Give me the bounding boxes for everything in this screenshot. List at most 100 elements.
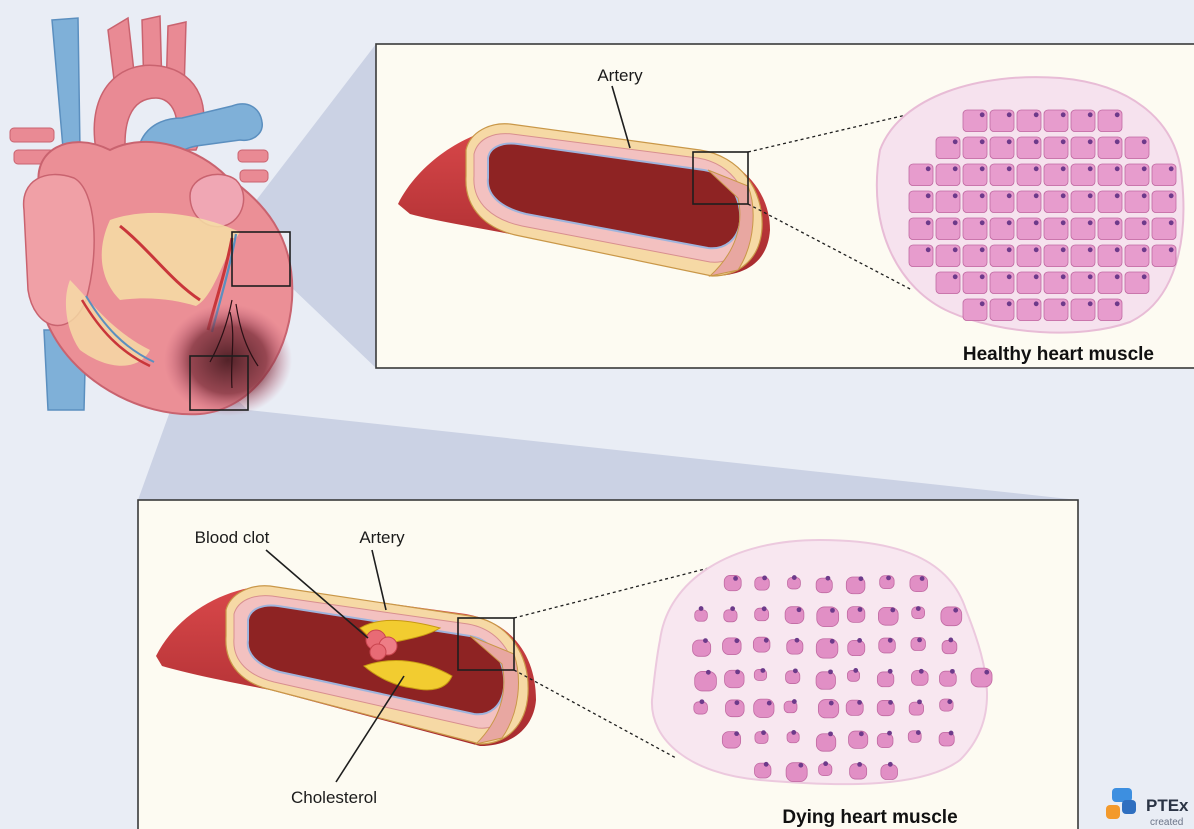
dying-muscle-nucleus (797, 607, 802, 612)
dying-muscle-nucleus (890, 608, 895, 613)
healthy-muscle-nucleus (1142, 247, 1147, 252)
dying-muscle-nucleus (953, 608, 958, 613)
dying-muscle-cell (724, 610, 737, 622)
blood-clot-label: Blood clot (195, 528, 270, 547)
dying-muscle-cell (693, 640, 711, 656)
dying-muscle-nucleus (829, 701, 834, 706)
dying-muscle-nucleus (917, 699, 922, 704)
healthy-muscle-nucleus (1034, 139, 1039, 144)
dying-muscle-nucleus (830, 639, 835, 644)
dying-muscle-nucleus (948, 638, 953, 643)
healthy-muscle-nucleus (1115, 166, 1120, 171)
healthy-muscle-nucleus (1034, 220, 1039, 225)
cholesterol-label: Cholesterol (291, 788, 377, 807)
dying-muscle-nucleus (767, 701, 772, 706)
dying-muscle-tissue (652, 540, 992, 784)
healthy-muscle-nucleus (1169, 247, 1174, 252)
dying-muscle-cell (816, 734, 835, 751)
healthy-muscle-nucleus (1115, 274, 1120, 279)
dying-muscle-nucleus (791, 730, 796, 735)
healthy-muscle-nucleus (1142, 166, 1147, 171)
dying-muscle-cell (941, 607, 962, 626)
dying-muscle-nucleus (828, 731, 833, 736)
dying-muscle-cell (816, 639, 838, 658)
healthy-muscle-nucleus (1007, 220, 1012, 225)
dying-muscle-nucleus (830, 608, 835, 613)
dying-muscle-cell (786, 763, 807, 782)
healthy-muscle-nucleus (1034, 247, 1039, 252)
dying-muscle-nucleus (700, 699, 705, 704)
healthy-muscle-nucleus (1007, 193, 1012, 198)
dying-muscle-nucleus (703, 638, 708, 643)
dying-artery-label: Artery (359, 528, 405, 547)
healthy-muscle-nucleus (1061, 112, 1066, 117)
dying-muscle-nucleus (916, 606, 921, 611)
healthy-muscle-nucleus (1034, 301, 1039, 306)
healthy-muscle-nucleus (1088, 220, 1093, 225)
healthy-muscle-nucleus (1007, 301, 1012, 306)
dying-muscle-nucleus (916, 730, 921, 735)
healthy-muscle-nucleus (1142, 220, 1147, 225)
dying-muscle-cell (877, 734, 893, 748)
heart-illustration (10, 16, 292, 416)
dying-muscle-nucleus (798, 763, 803, 768)
healthy-muscle-nucleus (1142, 274, 1147, 279)
dying-muscle-cell (817, 607, 839, 627)
dying-muscle-nucleus (920, 576, 925, 581)
healthy-muscle-nucleus (1061, 301, 1066, 306)
healthy-muscle-nucleus (980, 220, 985, 225)
dying-muscle-cell (848, 640, 865, 655)
watermark-logo-blue-2 (1122, 800, 1136, 814)
healthy-muscle-nucleus (1088, 166, 1093, 171)
dying-panel: Blood clot Artery Cholesterol Dying hear… (138, 500, 1078, 829)
dying-muscle-nucleus (699, 606, 704, 611)
dying-muscle-cell (818, 700, 838, 718)
healthy-muscle-nucleus (980, 166, 985, 171)
healthy-muscle-nucleus (1169, 220, 1174, 225)
healthy-muscle-nucleus (1061, 220, 1066, 225)
healthy-muscle-nucleus (1115, 112, 1120, 117)
healthy-muscle-nucleus (980, 247, 985, 252)
healthy-muscle-tissue (877, 77, 1184, 332)
dying-muscle-nucleus (734, 638, 739, 643)
healthy-artery-label: Artery (597, 66, 643, 85)
healthy-muscle-nucleus (1061, 166, 1066, 171)
healthy-muscle-nucleus (1115, 193, 1120, 198)
healthy-muscle-nucleus (1061, 139, 1066, 144)
infarct-area (164, 304, 292, 416)
watermark-sub-text: created (1150, 817, 1183, 828)
healthy-muscle-nucleus (953, 166, 958, 171)
dying-muscle-nucleus (795, 638, 800, 643)
dying-muscle-cell (940, 671, 957, 686)
healthy-muscle-nucleus (1169, 193, 1174, 198)
dying-muscle-nucleus (857, 700, 862, 705)
dying-muscle-nucleus (984, 670, 989, 675)
healthy-panel-title: Healthy heart muscle (963, 344, 1154, 365)
healthy-muscle-nucleus (1007, 112, 1012, 117)
dying-muscle-nucleus (828, 669, 833, 674)
healthy-muscle-nucleus (1007, 166, 1012, 171)
dying-muscle-nucleus (950, 669, 955, 674)
pulmonary-vein-left-1 (10, 128, 54, 142)
dying-muscle-cell (849, 731, 868, 748)
dying-muscle-nucleus (760, 668, 765, 673)
pulmonary-vein-right-2 (240, 170, 268, 182)
healthy-muscle-nucleus (926, 220, 931, 225)
healthy-muscle-nucleus (1034, 193, 1039, 198)
dying-muscle-nucleus (857, 762, 862, 767)
healthy-muscle-nucleus (1088, 274, 1093, 279)
dying-muscle-nucleus (792, 575, 797, 580)
healthy-panel: Artery Healthy heart muscle (376, 44, 1194, 368)
dying-muscle-cell (724, 575, 741, 590)
healthy-muscle-nucleus (1088, 247, 1093, 252)
healthy-muscle-nucleus (980, 274, 985, 279)
dying-muscle-nucleus (917, 637, 922, 642)
dying-muscle-nucleus (734, 731, 739, 736)
dying-muscle-nucleus (888, 762, 893, 767)
dying-muscle-nucleus (858, 576, 863, 581)
healthy-muscle-nucleus (1034, 112, 1039, 117)
dying-muscle-nucleus (888, 669, 893, 674)
dying-muscle-nucleus (947, 699, 952, 704)
dying-muscle-nucleus (733, 576, 738, 581)
dying-muscle-nucleus (887, 731, 892, 736)
